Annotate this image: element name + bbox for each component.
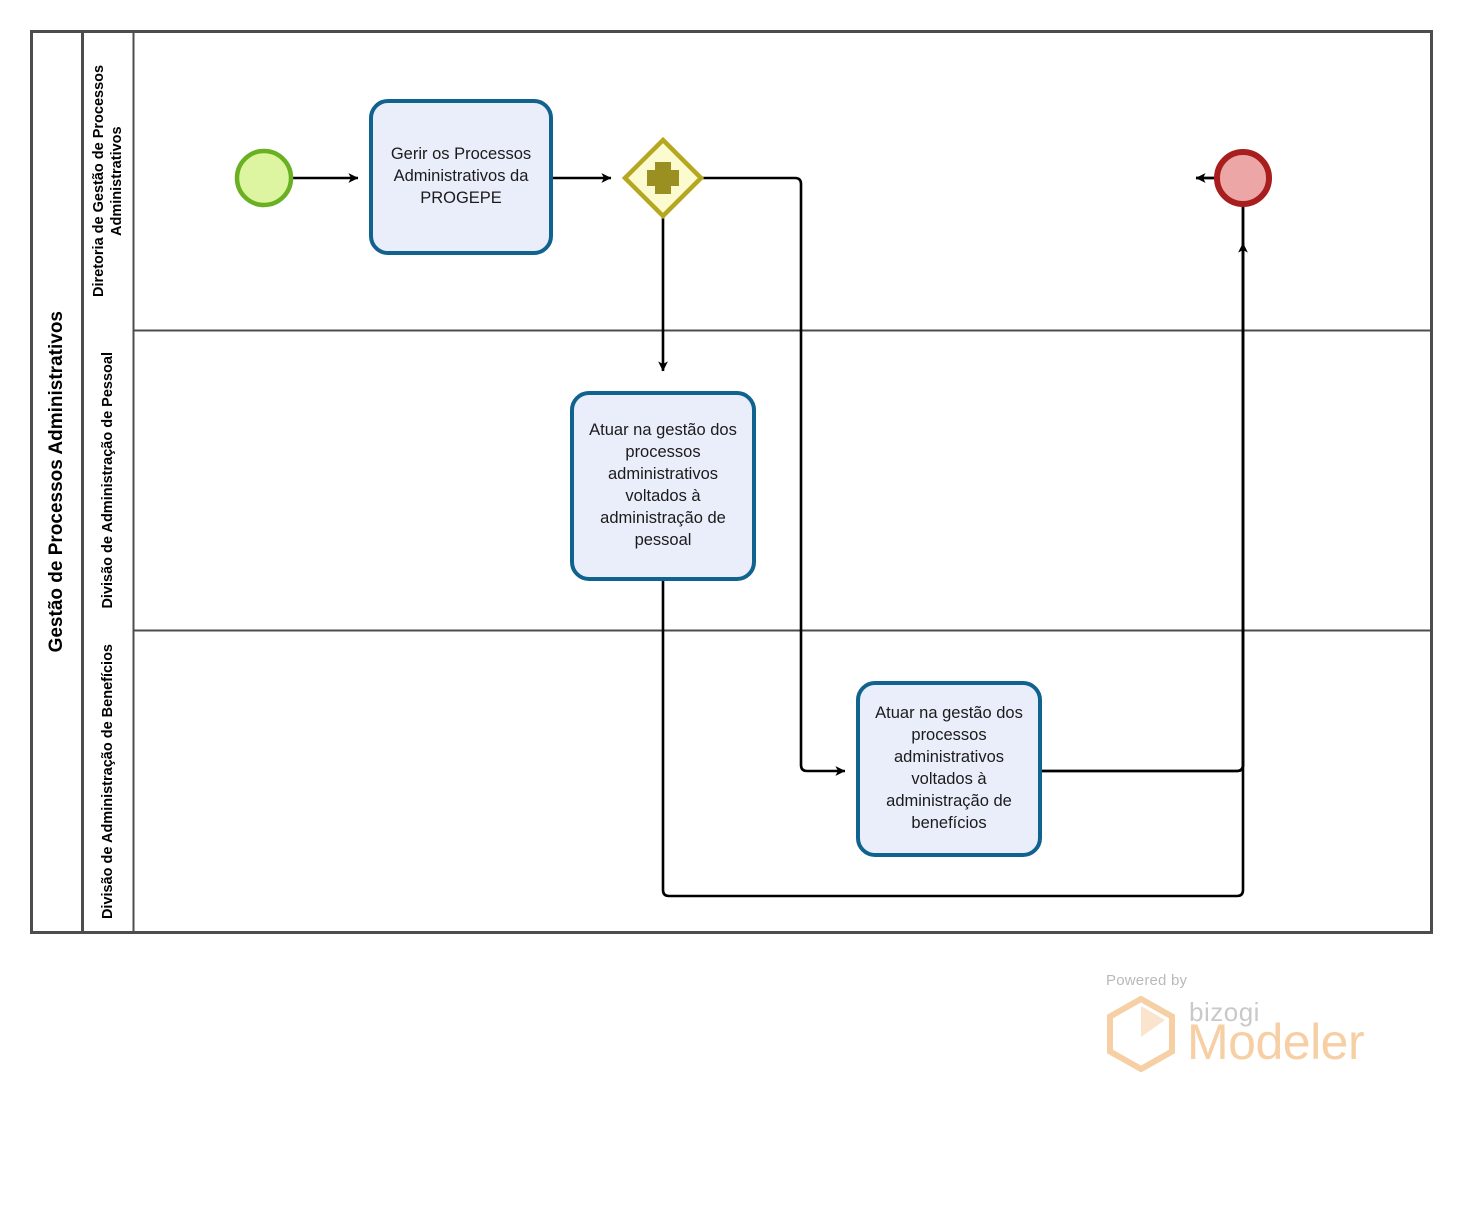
task-atuar-pessoal[interactable] (570, 391, 756, 581)
plus-icon (647, 162, 679, 194)
lane-label-beneficios: Divisão de Administração de Benefícios (100, 643, 117, 920)
task-gerir-processos[interactable] (369, 99, 553, 255)
lane-label-diretoria: Diretoria de Gestão de Processos Adminis… (91, 64, 126, 298)
task-atuar-beneficios[interactable] (856, 681, 1042, 857)
pool-title: Gestão de Processos Administrativos (31, 31, 82, 932)
lane-header-pessoal: Divisão de Administração de Pessoal (84, 331, 133, 630)
flow-gateway-to-beneficios (700, 176, 846, 776)
bizagi-logo: Powered by bizogi Modeler (1103, 972, 1373, 1072)
start-event[interactable] (234, 148, 294, 208)
flow-pessoal-to-end (661, 242, 1248, 898)
lane-header-diretoria: Diretoria de Gestão de Processos Adminis… (84, 32, 133, 330)
lane-label-pessoal: Divisão de Administração de Pessoal (100, 352, 117, 609)
pool-title-label: Gestão de Processos Administrativos (45, 310, 67, 653)
modeler-wordmark: Modeler (1187, 1014, 1365, 1070)
bizagi-hexagon-icon (1107, 996, 1175, 1072)
lane-header-beneficios: Divisão de Administração de Benefícios (84, 631, 133, 932)
parallel-gateway[interactable] (621, 136, 705, 220)
end-event[interactable] (1214, 149, 1272, 207)
bizagi-wordmark: bizogi (1189, 997, 1260, 1027)
powered-by-label: Powered by (1106, 972, 1188, 989)
